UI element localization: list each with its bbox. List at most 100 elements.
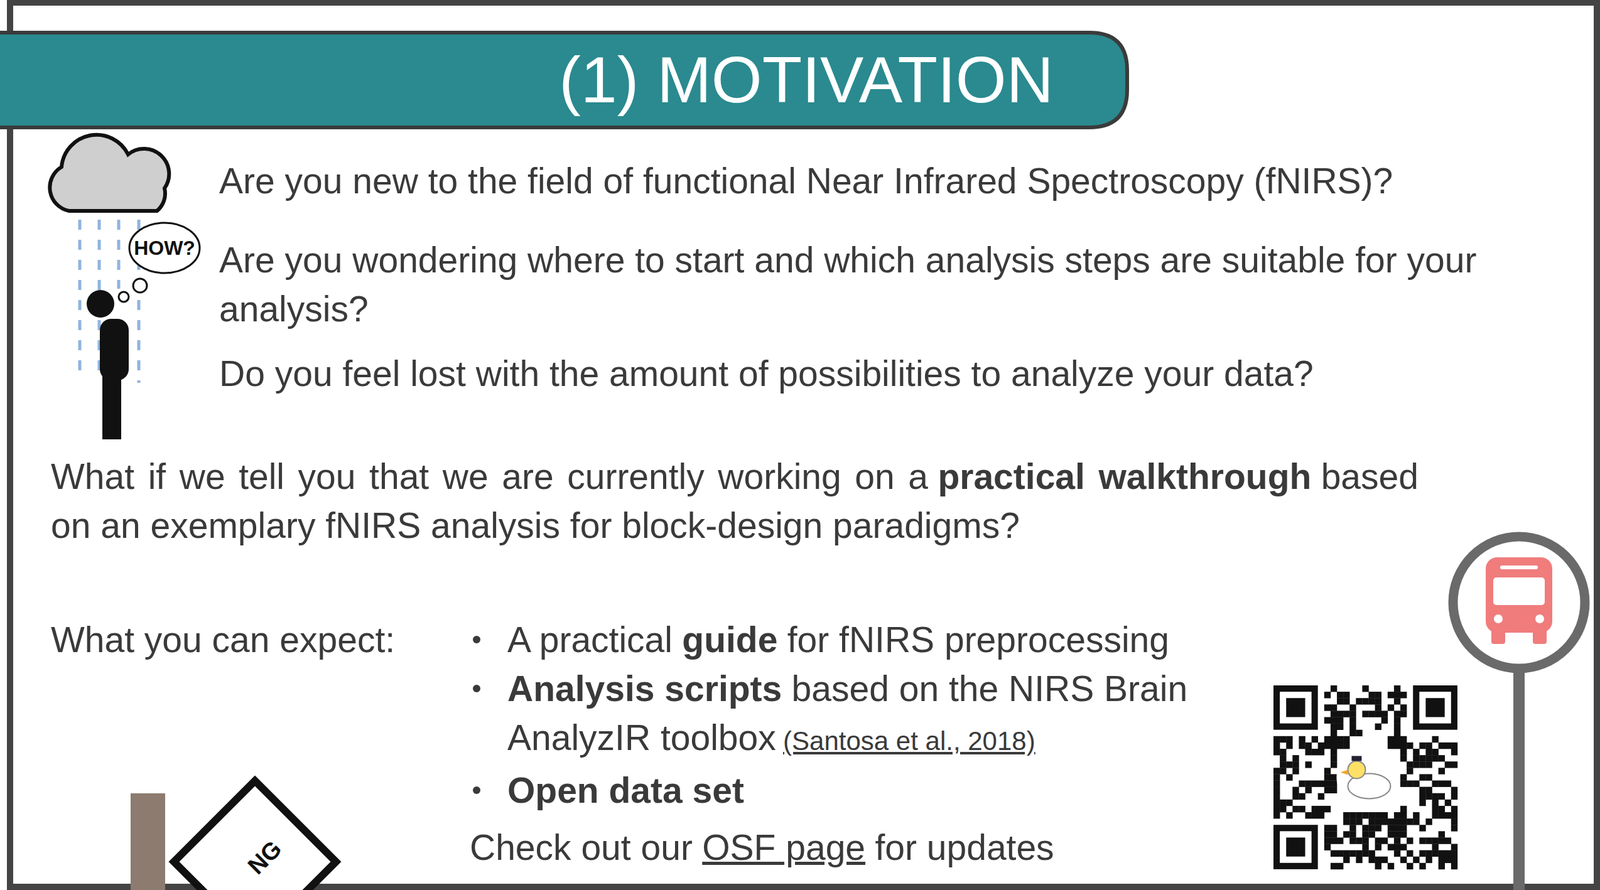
qr-finder xyxy=(1273,685,1319,731)
qr-module xyxy=(1419,755,1426,762)
qr-module xyxy=(1375,812,1382,819)
qr-module xyxy=(1394,698,1401,705)
qr-module xyxy=(1336,736,1344,743)
qr-module xyxy=(1387,831,1395,838)
qr-module xyxy=(1375,818,1382,826)
qr-module xyxy=(1286,742,1293,750)
qr-module xyxy=(1425,818,1432,826)
qr-module xyxy=(1394,812,1401,819)
qr-module xyxy=(1330,749,1337,756)
qr-module xyxy=(1343,710,1350,718)
qr-module xyxy=(1451,806,1458,813)
qr-module xyxy=(1343,698,1350,705)
question-text: Are you wondering where to start and whi… xyxy=(219,235,1589,334)
qr-module xyxy=(1451,742,1458,750)
qr-module xyxy=(1419,793,1426,800)
qr-module xyxy=(1318,742,1325,750)
qr-module xyxy=(1419,837,1426,844)
qr-module xyxy=(1318,793,1325,800)
qr-module xyxy=(1381,837,1388,844)
qr-module xyxy=(1425,850,1432,858)
question-text-part: Are you wondering where to start and whi… xyxy=(219,239,1477,330)
qr-module xyxy=(1311,812,1319,819)
qr-module xyxy=(1349,717,1356,725)
qr-module xyxy=(1324,831,1331,838)
qr-module xyxy=(1444,800,1452,807)
qr-module xyxy=(1425,761,1432,768)
qr-module xyxy=(1394,730,1401,737)
qr-module xyxy=(1343,818,1350,826)
qr-module xyxy=(1311,749,1319,756)
qr-module xyxy=(1394,844,1401,851)
rain-cloud xyxy=(49,135,169,211)
qr-module xyxy=(1400,749,1407,756)
qr-module xyxy=(1451,761,1458,768)
qr-module xyxy=(1330,724,1337,731)
qr-module xyxy=(1451,850,1458,858)
bus-stop-sign-part xyxy=(1513,670,1525,890)
qr-module xyxy=(1444,837,1452,844)
bus-stop-sign xyxy=(1453,536,1585,890)
qr-module xyxy=(1394,736,1401,743)
qr-module xyxy=(1419,742,1426,750)
qr-module xyxy=(1362,844,1369,851)
qr-module xyxy=(1438,812,1445,819)
qr-module xyxy=(1298,742,1305,750)
qr-module xyxy=(1298,806,1305,813)
qr-module xyxy=(1318,781,1325,788)
qr-module xyxy=(1387,818,1395,826)
qr-module xyxy=(1330,831,1337,838)
bullet-item-part: for fNIRS preprocessing xyxy=(787,619,1170,660)
qr-module xyxy=(1324,742,1331,750)
qr-module xyxy=(1362,710,1369,718)
road-sign: NG xyxy=(170,777,340,890)
qr-module xyxy=(1292,755,1299,762)
qr-module xyxy=(1412,749,1420,756)
qr-module xyxy=(1387,736,1395,743)
qr-module xyxy=(1362,837,1369,844)
intro-paragraph-part: practical walkthrough xyxy=(937,456,1312,497)
qr-module xyxy=(1394,831,1401,838)
bus-stop-sign-part xyxy=(1485,557,1553,633)
qr-module xyxy=(1368,850,1376,858)
qr-module xyxy=(1318,749,1325,756)
qr-module xyxy=(1451,844,1458,851)
qr-module xyxy=(1451,793,1458,800)
qr-module xyxy=(1349,837,1356,844)
qr-finder xyxy=(1279,691,1312,725)
qr-module xyxy=(1444,812,1452,819)
qr-module xyxy=(1330,742,1337,750)
qr-module xyxy=(1368,857,1376,864)
qr-module xyxy=(1336,717,1344,725)
qr-module xyxy=(1419,774,1426,781)
qr-module xyxy=(1330,736,1337,743)
qr-module xyxy=(1330,755,1337,762)
qr-module xyxy=(1406,818,1413,826)
qr-module xyxy=(1273,781,1280,788)
intro-paragraph-part: What if we tell you that we are currentl… xyxy=(50,456,929,497)
qr-module xyxy=(1425,837,1432,844)
qr-module xyxy=(1425,749,1432,756)
qr-module xyxy=(1375,863,1382,870)
qr-module xyxy=(1330,774,1337,781)
qr-module xyxy=(1412,857,1420,864)
person-figure-part xyxy=(102,370,122,440)
bullet-dots xyxy=(472,636,481,795)
qr-module xyxy=(1406,767,1413,775)
qr-module xyxy=(1425,755,1432,762)
qr-module xyxy=(1349,724,1356,731)
question-text: Do you feel lost with the amount of poss… xyxy=(219,349,1589,399)
qr-module xyxy=(1400,691,1407,699)
qr-module xyxy=(1394,742,1401,750)
qr-module xyxy=(1419,850,1426,858)
qr-module xyxy=(1432,755,1439,762)
qr-module xyxy=(1273,736,1280,743)
qr-finder xyxy=(1279,831,1312,864)
qr-module xyxy=(1368,831,1376,838)
qr-module xyxy=(1362,685,1369,692)
qr-module xyxy=(1425,857,1432,864)
qr-module xyxy=(1368,812,1376,819)
qr-module xyxy=(1305,749,1312,756)
qr-module xyxy=(1432,837,1439,844)
